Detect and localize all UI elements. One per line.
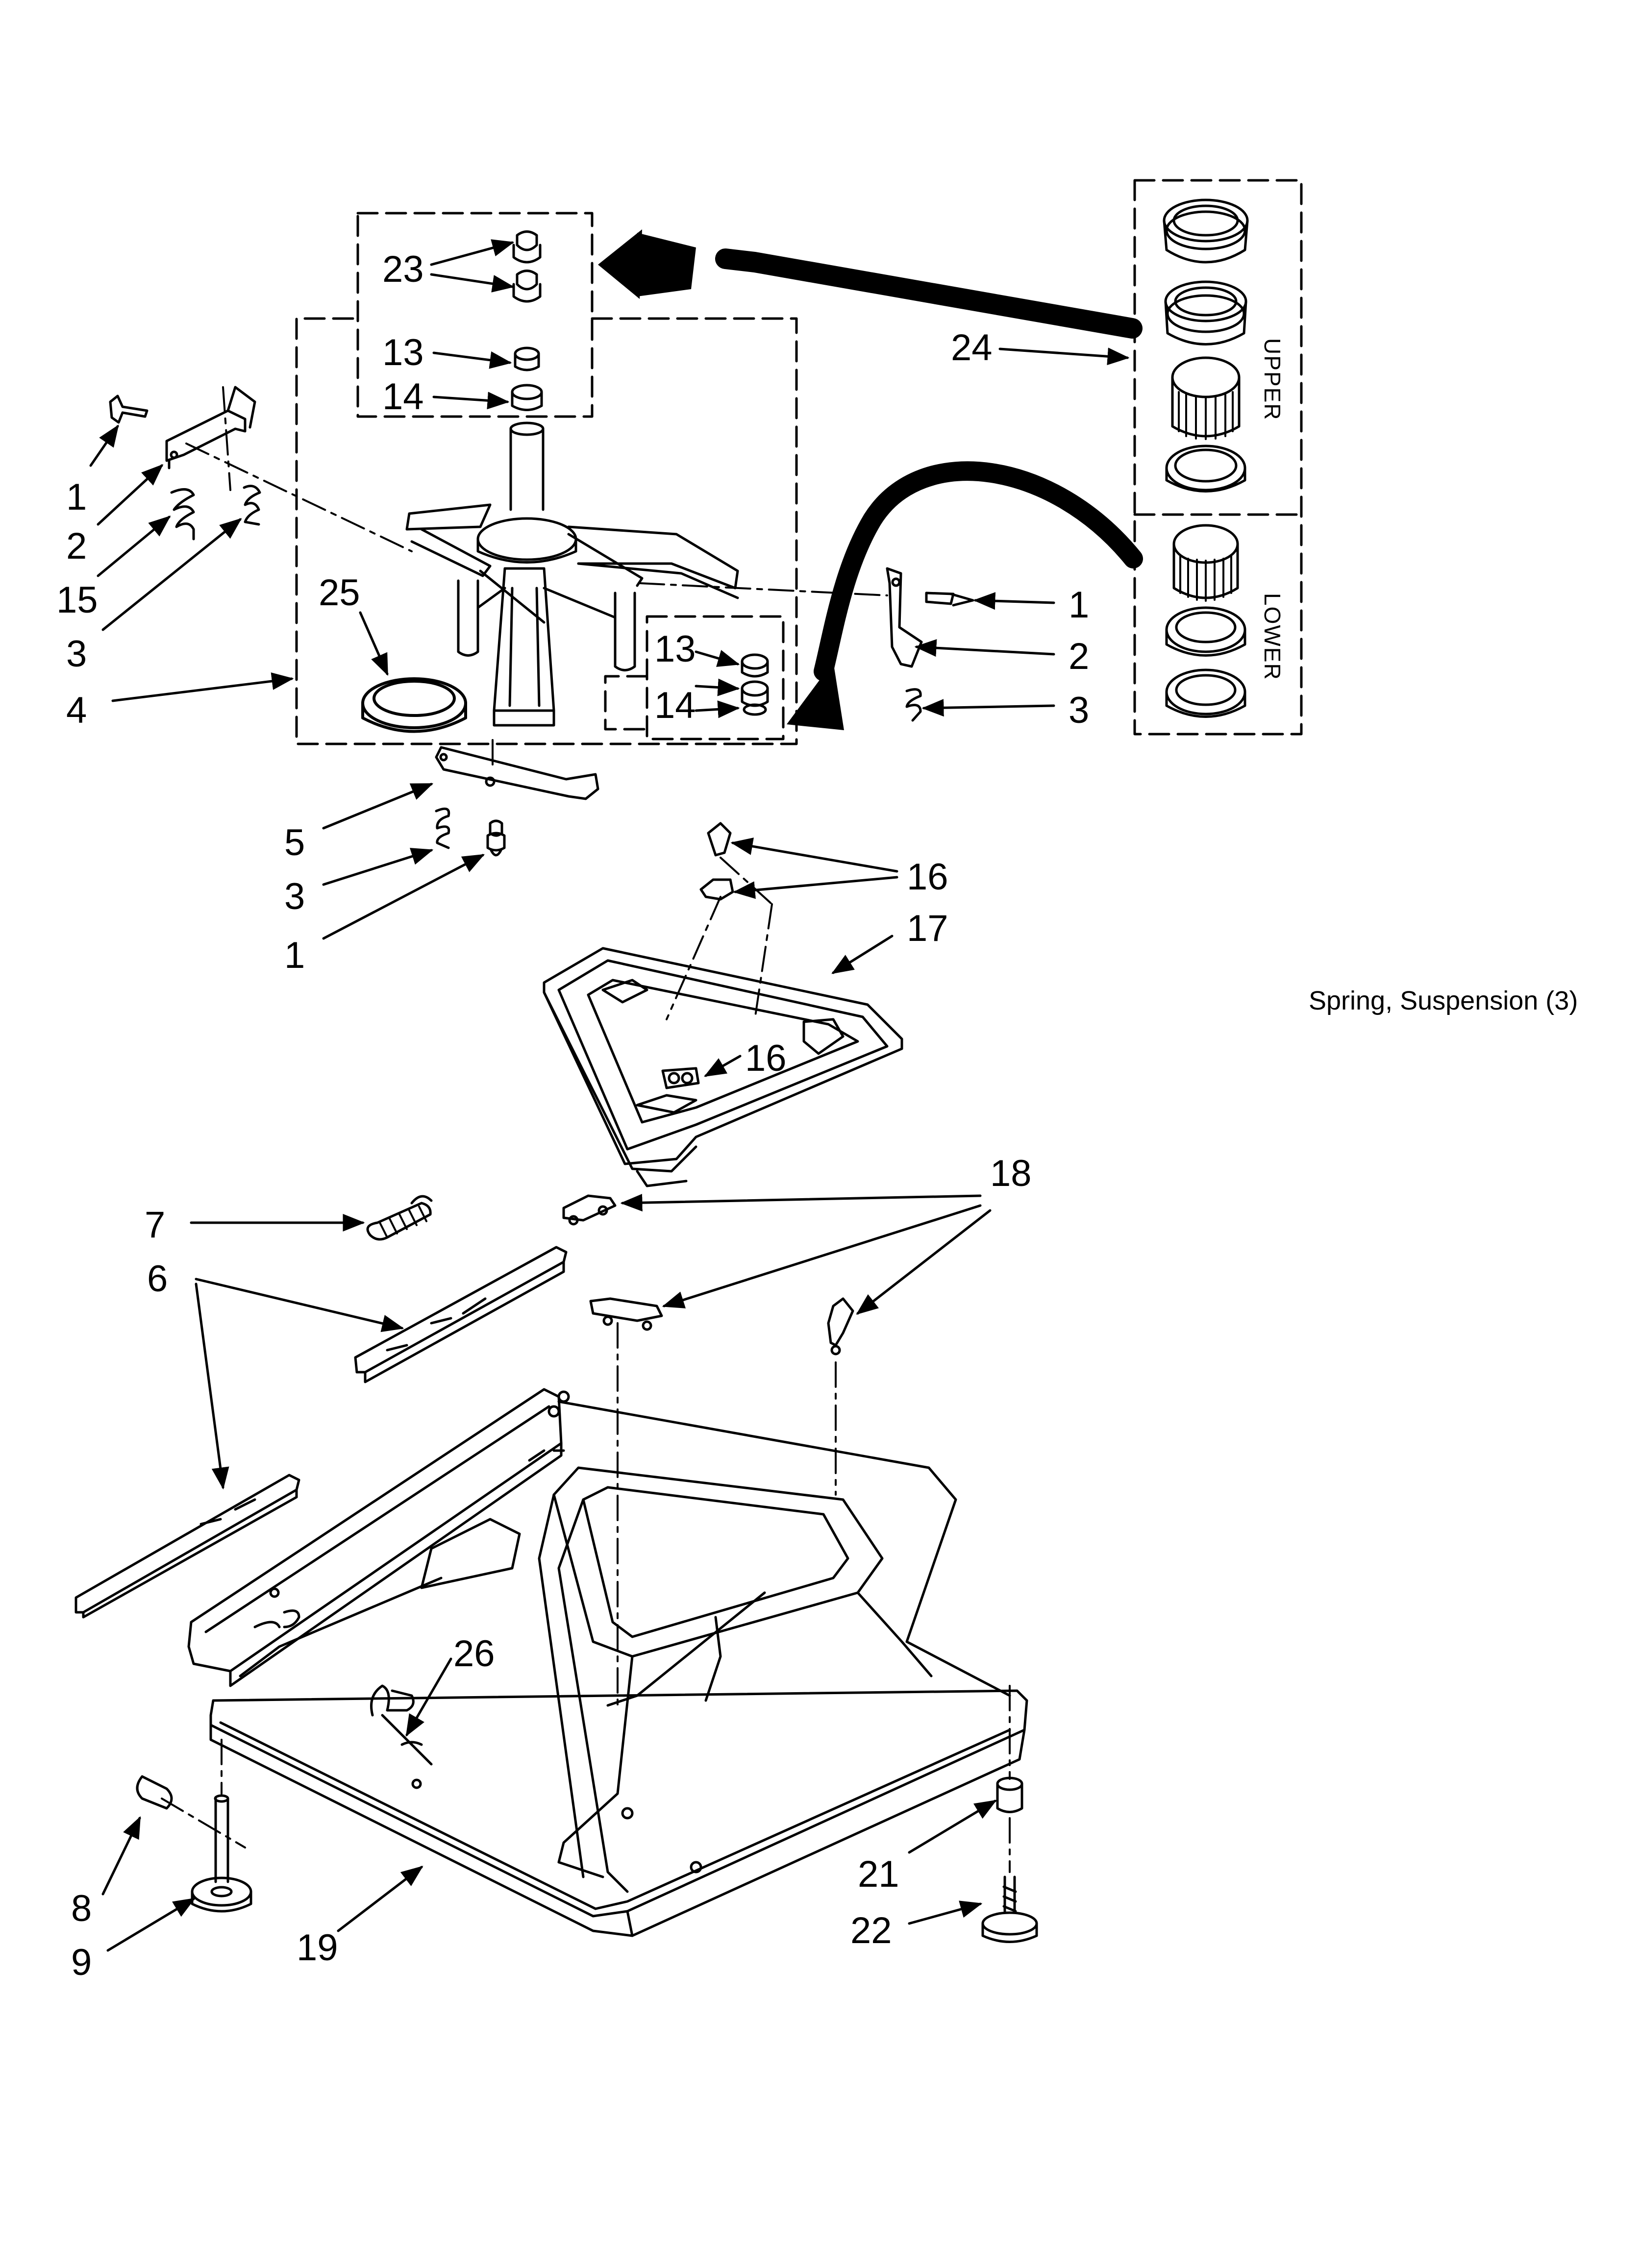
front-leg <box>136 1775 252 1913</box>
wire-clip <box>370 1684 433 1766</box>
callout-2-right: 2 <box>1069 636 1089 677</box>
callout-14-lower: 14 <box>654 685 696 726</box>
suspension-plate <box>543 947 903 1187</box>
bushing-kit-box <box>1133 179 1303 736</box>
callout-14-upper: 14 <box>382 376 424 418</box>
pad-spacers <box>562 1194 854 1356</box>
pad-holders <box>661 822 734 1089</box>
callout-13-upper: 13 <box>382 332 424 373</box>
callout-22: 22 <box>850 1910 892 1951</box>
lower-bushing-box <box>646 615 785 740</box>
callout-4: 4 <box>66 690 87 731</box>
callout-numbers: 23 13 14 1 2 15 3 4 25 13 14 1 2 3 24 5 … <box>56 248 1089 1983</box>
upper-bushing-ring-1 <box>1163 198 1249 264</box>
upper-spline-bushing <box>1171 356 1241 440</box>
lower-flat-ring-2 <box>1165 668 1246 718</box>
kit-lower-label: LOWER <box>1260 593 1285 681</box>
callout-3-left: 3 <box>66 633 87 675</box>
callout-3-right: 3 <box>1069 690 1089 731</box>
part-note: Spring, Suspension (3) <box>1309 986 1578 1015</box>
lower-spline-bushing <box>1172 524 1239 602</box>
callout-25: 25 <box>319 572 360 614</box>
callout-8: 8 <box>71 1888 92 1929</box>
callout-2-left: 2 <box>66 525 87 567</box>
left-bracket-group <box>109 386 261 541</box>
callout-13-lower: 13 <box>654 628 696 670</box>
angle-supports <box>75 1246 568 1619</box>
callout-16-bottom: 16 <box>745 1037 787 1079</box>
suspension-spring <box>366 1195 433 1241</box>
callout-1-middle: 1 <box>284 935 305 976</box>
tub-assembly-box <box>295 317 798 745</box>
callout-16-top: 16 <box>907 856 948 898</box>
middle-bracket-group <box>435 746 599 857</box>
dashed-group-boxes <box>295 179 1303 745</box>
callout-21: 21 <box>858 1853 899 1895</box>
base-frame <box>187 1388 1028 1937</box>
callout-leaders <box>89 239 1130 1952</box>
kit-arrows <box>598 229 1143 730</box>
callout-1-right: 1 <box>1069 584 1089 626</box>
callout-9: 9 <box>71 1942 92 1983</box>
kit-upper-label: UPPER <box>1260 338 1285 420</box>
callout-6: 6 <box>147 1258 168 1300</box>
callout-18: 18 <box>990 1153 1032 1194</box>
callout-1-left: 1 <box>66 476 87 518</box>
tub-ring-seal <box>361 677 467 733</box>
lower-bushings <box>741 653 769 716</box>
lower-flat-ring-1 <box>1165 606 1246 657</box>
alignment-lines <box>161 386 1011 1873</box>
callout-7: 7 <box>145 1204 165 1246</box>
callout-17: 17 <box>907 908 948 949</box>
upper-bushing-ring-2 <box>1164 280 1247 345</box>
bushing-kit <box>1163 198 1249 718</box>
callout-15: 15 <box>56 579 98 621</box>
callout-24: 24 <box>951 327 993 369</box>
callout-3-middle: 3 <box>284 876 305 917</box>
right-bracket-group <box>886 567 974 722</box>
upper-flat-ring <box>1165 444 1246 493</box>
tub-support-assembly <box>405 421 739 727</box>
callout-23: 23 <box>382 248 424 290</box>
callout-26: 26 <box>453 1633 495 1675</box>
callout-19: 19 <box>297 1927 338 1969</box>
upper-bushings <box>511 230 543 411</box>
rear-leg <box>981 1776 1038 1943</box>
upper-bushing-box <box>356 212 594 418</box>
callout-5: 5 <box>284 822 305 863</box>
